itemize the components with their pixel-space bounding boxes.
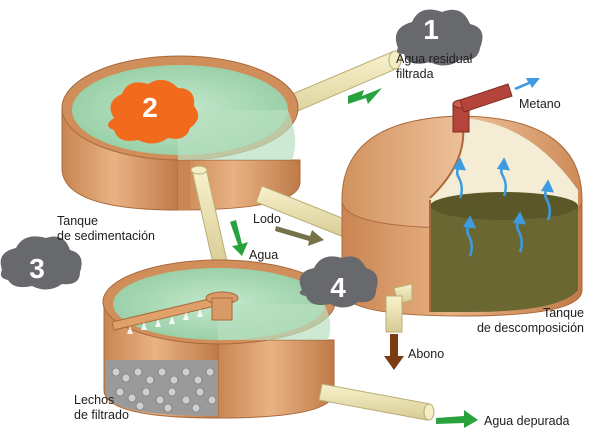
label-filter-beds-line1: Lechos	[74, 393, 115, 407]
outlet-pipe	[318, 383, 435, 421]
label-treated-water: Agua depurada	[484, 414, 570, 428]
label-water: Agua	[249, 248, 279, 262]
step-2-cloud	[108, 79, 199, 144]
step-3-number: 3	[29, 253, 45, 284]
label-methane: Metano	[519, 97, 561, 111]
label-wastewater: Agua residual filtrada	[396, 52, 472, 82]
step-1-number: 1	[423, 14, 439, 45]
decomposition-tank	[341, 115, 583, 317]
step-1-cloud	[395, 9, 483, 66]
label-sedimentation-tank: Tanque de sedimentación	[57, 214, 155, 244]
label-wastewater-line2: filtrada	[396, 67, 434, 81]
step-4-number: 4	[330, 272, 346, 303]
water-flow-arrow	[230, 220, 248, 256]
label-wastewater-line1: Agua residual	[396, 52, 473, 66]
methane-arrow	[514, 78, 540, 90]
methane-pipe	[452, 83, 513, 133]
label-compost: Abono	[408, 347, 445, 361]
label-filter-beds-line2: de filtrado	[74, 408, 129, 422]
label-decomposition-line2: de descomposición	[476, 321, 584, 335]
label-sedimentation-line2: de sedimentación	[57, 229, 155, 243]
step-2-number: 2	[142, 92, 158, 123]
compost-arrow	[384, 334, 404, 370]
gas-bubble-arrows	[452, 157, 555, 257]
label-sedimentation-line1: Tanque	[57, 214, 99, 228]
distributor-arm	[111, 291, 239, 334]
inlet-flow-arrow	[348, 88, 382, 104]
step-3-cloud	[0, 236, 82, 290]
treated-water-arrow	[436, 410, 478, 428]
compost-pipe	[385, 283, 413, 333]
label-decomposition-line1: Tanque	[542, 306, 584, 320]
label-sludge: Lodo	[253, 212, 281, 226]
step-4-cloud	[299, 256, 378, 308]
label-decomposition-tank: Tanque de descomposición	[466, 306, 584, 336]
label-filter-beds: Lechos de filtrado	[74, 393, 129, 423]
sludge-flow-arrow	[275, 226, 324, 246]
